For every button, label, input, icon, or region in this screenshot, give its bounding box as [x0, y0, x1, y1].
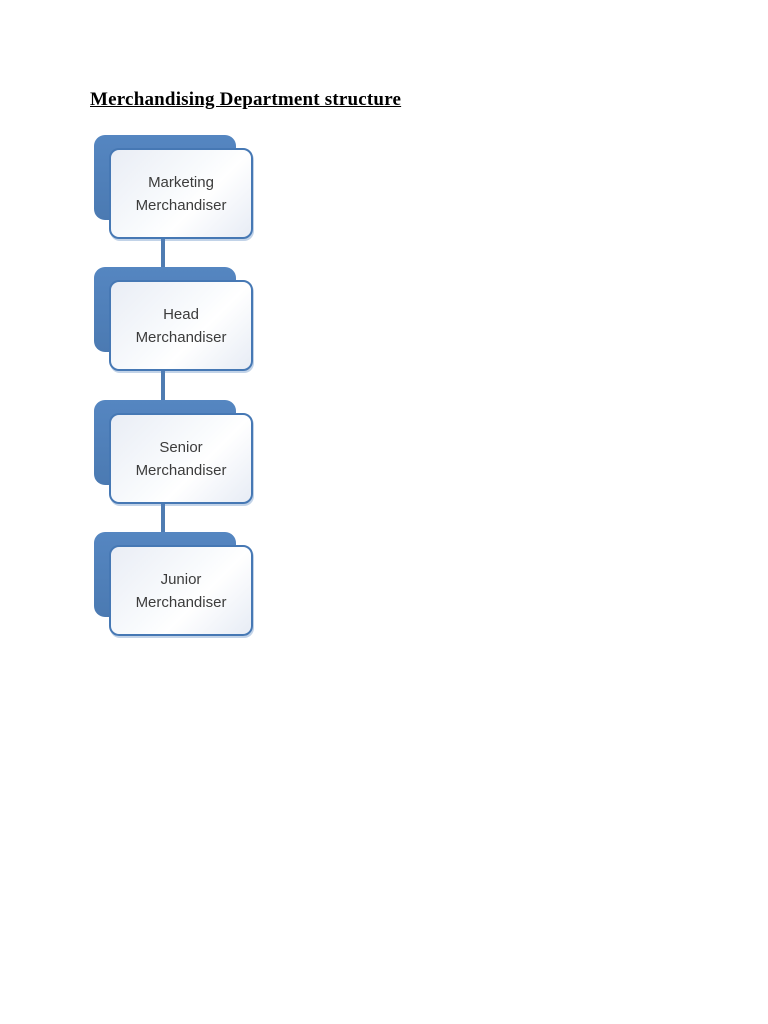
node-label-line: Merchandiser [135, 328, 227, 346]
connector-senior-to-junior [161, 501, 165, 535]
node-card: Marketing Merchandiser [109, 148, 253, 239]
connector-marketing-to-head [161, 236, 165, 270]
node-label-line: Senior [159, 438, 203, 456]
node-label-line: Junior [160, 570, 202, 588]
node-marketing-merchandiser: Marketing Merchandiser [94, 135, 256, 241]
node-head-merchandiser: Head Merchandiser [94, 267, 256, 373]
node-label-line: Head [163, 305, 199, 323]
node-label-line: Merchandiser [135, 593, 227, 611]
connector-head-to-senior [161, 369, 165, 403]
node-junior-merchandiser: Junior Merchandiser [94, 532, 256, 638]
node-label-line: Marketing [148, 173, 214, 191]
node-card: Junior Merchandiser [109, 545, 253, 636]
node-senior-merchandiser: Senior Merchandiser [94, 400, 256, 506]
node-card: Senior Merchandiser [109, 413, 253, 504]
page-title: Merchandising Department structure [90, 89, 402, 110]
node-label-line: Merchandiser [135, 461, 227, 479]
node-label-line: Merchandiser [135, 196, 227, 214]
node-card: Head Merchandiser [109, 280, 253, 371]
